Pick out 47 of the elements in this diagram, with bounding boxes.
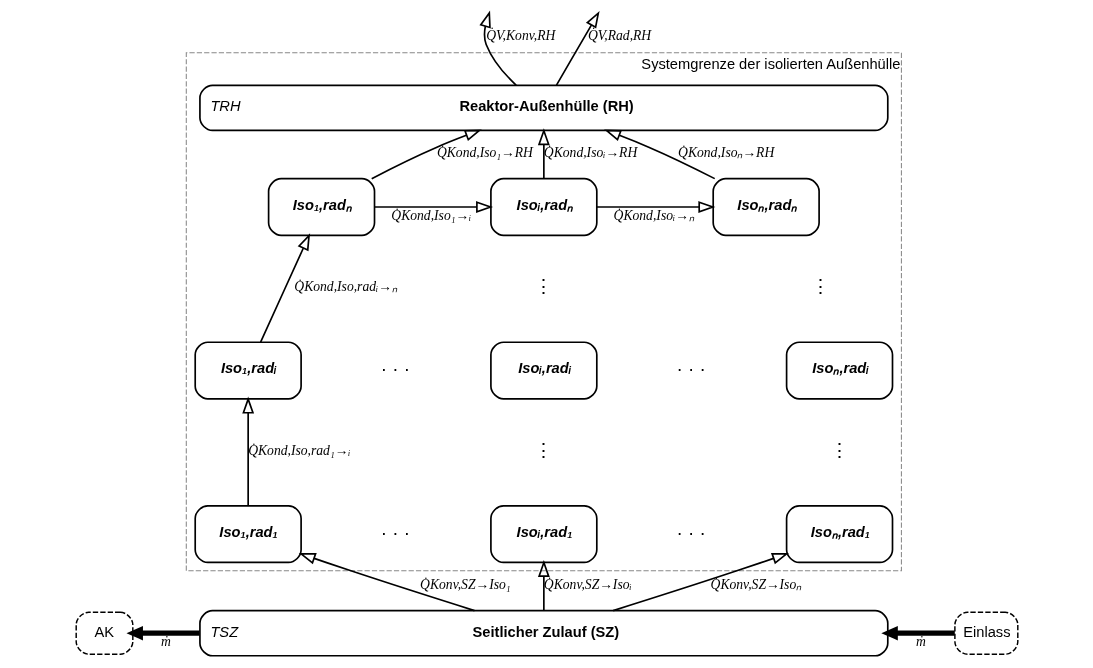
label: ⋮	[533, 276, 553, 298]
arrow	[537, 128, 550, 180]
edge-label: ṁ	[915, 634, 926, 650]
edge-label: Q̇Kond,Iso,rad₁→ᵢ	[247, 442, 350, 458]
label: · · ·	[676, 521, 706, 543]
label: · · ·	[380, 521, 410, 543]
node-box: Isoᵢ,rad₁	[489, 505, 598, 564]
label: · · ·	[380, 358, 410, 380]
node-box: Isoᵢ,radₙ	[489, 177, 598, 237]
node-box: TSZ Seitlicher Zulauf (SZ)	[198, 609, 889, 657]
edge-label: ṁ	[160, 634, 171, 650]
edge-label: Q̇V,Konv,RH	[485, 27, 555, 43]
arrow	[298, 552, 475, 612]
arrow	[555, 10, 600, 86]
label: · · ·	[676, 358, 706, 380]
arrow	[880, 626, 955, 641]
label: ⋮	[810, 276, 830, 298]
node-box: Isoₙ,radₙ	[711, 177, 820, 237]
node-box: Iso₁,rad₁	[193, 505, 302, 564]
arrow	[241, 396, 254, 507]
node-box: Isoₙ,radᵢ	[785, 341, 893, 400]
edge-label: Q̇V,Rad,RH	[587, 27, 651, 43]
arrow	[370, 129, 482, 180]
arrow	[373, 201, 493, 213]
edge-label: Q̇Kond,Isoᵢ→ₙ	[613, 207, 694, 223]
edge-label: Q̇Kond,Isoₙ→RH	[677, 145, 774, 161]
edge-label: Q̇Konv,SZ→Isoₙ	[710, 577, 801, 593]
arrow	[537, 560, 550, 612]
node-box: Iso₁,radₙ	[267, 177, 375, 237]
arrow	[125, 626, 200, 641]
edge-label: Q̇Kond,Iso₁→ᵢ	[390, 207, 471, 223]
node-box: Isoₙ,rad₁	[785, 505, 893, 564]
node-box: Isoᵢ,radᵢ	[489, 341, 598, 400]
node-box: TRH Reaktor-Außenhülle (RH)	[198, 84, 889, 132]
edge-label: Q̇Kond,Iso₁→RH	[436, 145, 533, 161]
node-box: Iso₁,radᵢ	[193, 341, 302, 400]
node-box: Einlass	[953, 611, 1019, 655]
label: ⋮	[533, 439, 553, 461]
arrow	[478, 10, 517, 87]
edge-label: Q̇Konv,SZ→Iso₁	[419, 577, 511, 593]
node-box: AK	[74, 611, 134, 655]
arrow	[259, 233, 310, 343]
arrow	[595, 201, 715, 213]
label: ⋮	[829, 439, 849, 461]
arrow	[611, 552, 789, 612]
arrow	[603, 129, 716, 180]
edge-label: Q̇Kond,Iso,radᵢ→ₙ	[293, 279, 397, 295]
